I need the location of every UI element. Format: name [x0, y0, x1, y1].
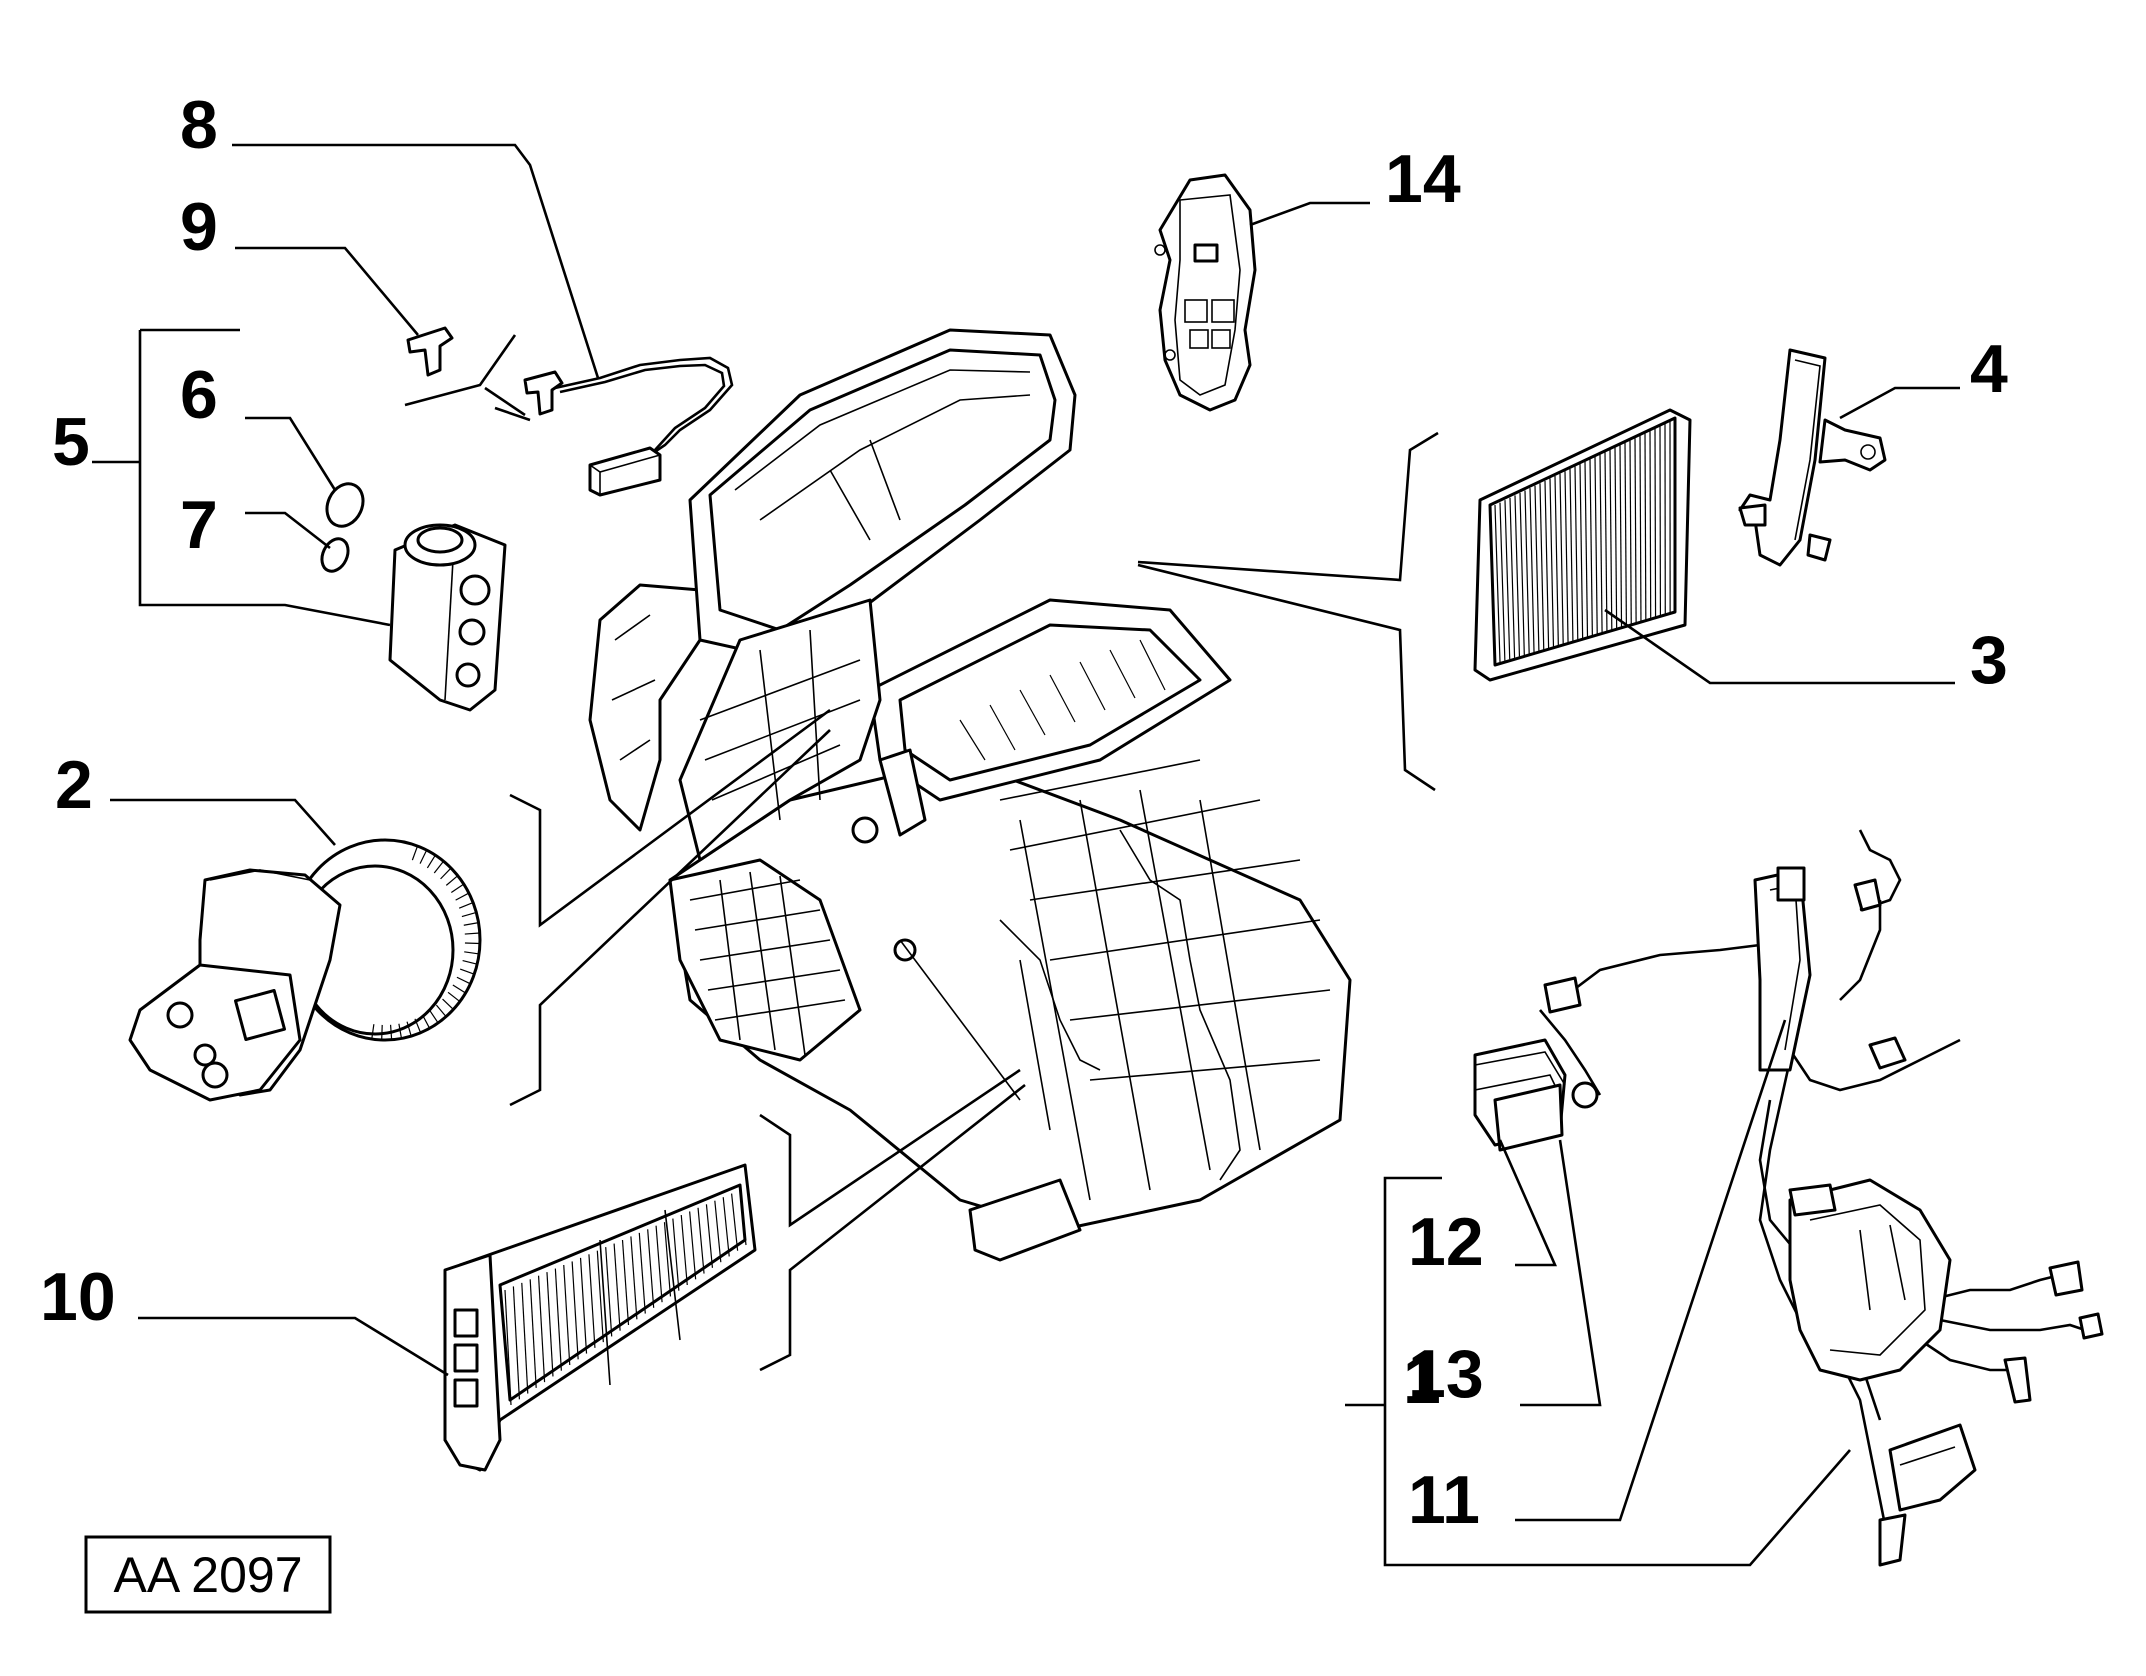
callout-5: 5 [52, 404, 90, 480]
callout-13: 13 [1408, 1336, 1484, 1412]
callout-labels: 1 2 3 4 5 6 7 8 9 10 11 12 13 14 [40, 87, 2008, 1538]
callout-4: 4 [1970, 331, 2008, 407]
callout-8: 8 [180, 87, 218, 163]
callout-11: 11 [1408, 1462, 1480, 1538]
callout-1: 1 [1403, 1342, 1441, 1418]
callout-9: 9 [180, 189, 218, 265]
callout-2: 2 [55, 747, 93, 823]
blower-resistor-module [1154, 173, 1257, 412]
sensor-clip [406, 326, 454, 377]
leader-lines [92, 143, 1960, 1567]
callout-7: 7 [180, 487, 218, 563]
callout-10: 10 [40, 1259, 116, 1335]
callout-3: 3 [1970, 622, 2008, 698]
wiring-harness [1473, 829, 2104, 1567]
hvac-housing [588, 328, 1352, 1262]
expansion-valve [388, 523, 507, 712]
reference-code: AA 2097 [113, 1547, 302, 1603]
blower-motor [128, 838, 482, 1102]
callout-12: 12 [1408, 1204, 1484, 1280]
o-ring-large [325, 482, 365, 528]
temperature-sensor [523, 356, 734, 497]
reference-code-box: AA 2097 [84, 1535, 332, 1614]
callout-14: 14 [1385, 141, 1461, 217]
cabin-air-filter [1473, 408, 1692, 682]
callout-6: 6 [180, 357, 218, 433]
heater-core [443, 1163, 757, 1472]
filter-cover [1738, 348, 1887, 567]
